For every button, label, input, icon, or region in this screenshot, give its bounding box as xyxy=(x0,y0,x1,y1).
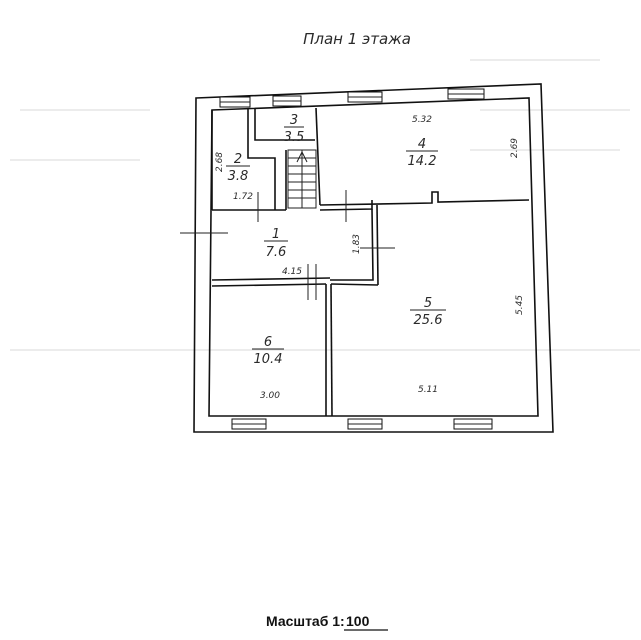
windows xyxy=(219,88,493,430)
scale-caption: Масштаб 1: 100 xyxy=(266,613,388,631)
room-4-label: 4 14.2 xyxy=(406,137,438,169)
room-1-number: 1 xyxy=(272,227,280,242)
dim-room5-height: 5.45 xyxy=(515,295,525,315)
room-1-label: 1 7.6 xyxy=(264,227,288,260)
dimension-labels: 5.32 2.69 2.68 1.72 1.83 4.15 5.45 5.11 … xyxy=(215,115,525,401)
stairs xyxy=(287,149,317,209)
outer-walls xyxy=(193,83,554,433)
dim-room1-height: 1.83 xyxy=(352,234,362,254)
room-6-area: 10.4 xyxy=(254,352,283,367)
room-6-label: 6 10.4 xyxy=(252,335,284,367)
room-1-area: 7.6 xyxy=(266,245,287,260)
door-marks xyxy=(180,190,395,300)
room-2-area: 3.8 xyxy=(228,169,249,184)
dim-room5-width: 5.11 xyxy=(418,385,438,395)
room-5-area: 25.6 xyxy=(414,313,443,328)
room-4-number: 4 xyxy=(418,137,426,152)
dim-room2-height: 2.68 xyxy=(215,152,225,172)
room-2-label: 2 3.8 xyxy=(226,152,250,184)
dim-room2-width: 1.72 xyxy=(233,192,253,202)
dim-room4-height: 2.69 xyxy=(510,138,520,158)
room-6-number: 6 xyxy=(264,335,272,350)
room-4-area: 14.2 xyxy=(408,154,437,169)
room-3-label: 3 3.5 xyxy=(284,113,305,145)
dim-room6-width: 3.00 xyxy=(260,391,280,401)
room-3-area: 3.5 xyxy=(284,130,305,145)
dim-room1-width: 4.15 xyxy=(282,267,302,277)
interior-walls xyxy=(211,107,530,417)
background-artifacts xyxy=(10,59,640,351)
scale-label: Масштаб 1: xyxy=(266,613,345,629)
room-5-label: 5 25.6 xyxy=(410,296,446,328)
room-labels: 3 3.5 2 3.8 4 14.2 1 7.6 5 25.6 xyxy=(226,113,446,367)
room-2-number: 2 xyxy=(234,152,242,167)
scale-value: 100 xyxy=(346,613,370,629)
room-3-number: 3 xyxy=(290,113,298,128)
room-5-number: 5 xyxy=(424,296,432,311)
dim-room4-width: 5.32 xyxy=(412,115,432,125)
plan-title: План 1 этажа xyxy=(303,30,411,48)
